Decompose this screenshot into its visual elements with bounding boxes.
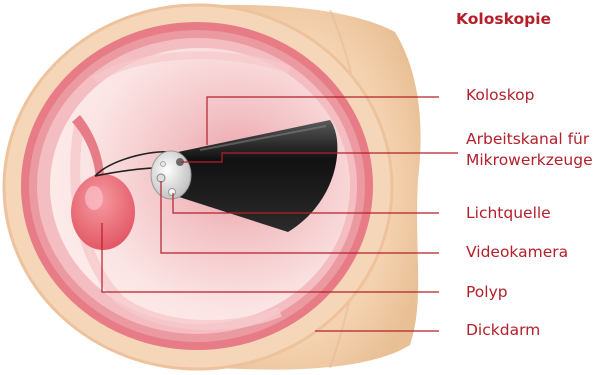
- label-lichtquelle: Lichtquelle: [466, 203, 551, 224]
- label-dickdarm: Dickdarm: [466, 320, 540, 341]
- label-polyp: Polyp: [466, 282, 508, 303]
- label-arbeitskanal-line1: Arbeitskanal für: [466, 129, 593, 150]
- light-source-icon: [169, 189, 176, 196]
- label-arbeitskanal-line2: Mikrowerkzeuge: [466, 150, 593, 171]
- polyp: [71, 174, 135, 250]
- diagram-title: Koloskopie: [456, 10, 551, 28]
- camera-lens-icon: [157, 174, 165, 182]
- label-koloskop: Koloskop: [466, 85, 535, 106]
- label-videokamera: Videokamera: [466, 242, 568, 263]
- label-arbeitskanal: Arbeitskanal für Mikrowerkzeuge: [466, 129, 593, 171]
